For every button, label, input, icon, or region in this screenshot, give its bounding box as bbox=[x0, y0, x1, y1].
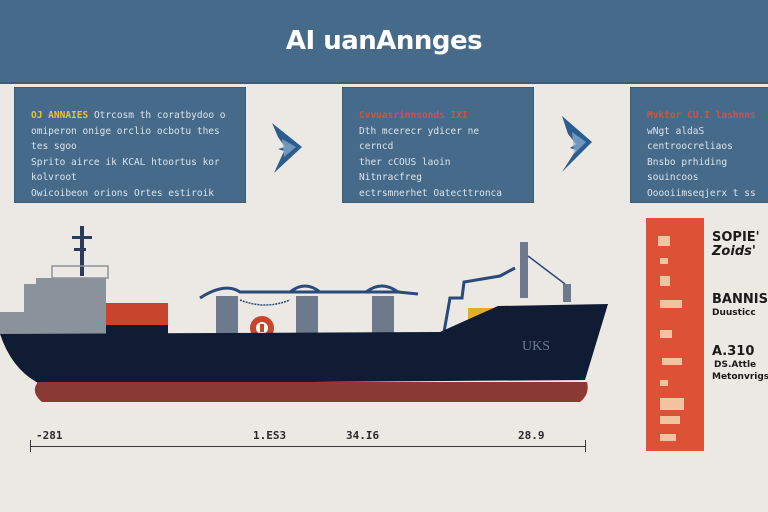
axis-label: -281 bbox=[36, 429, 63, 442]
info-card-3: Mvktor CU.I lashnns wNgt aldaS centroocr… bbox=[630, 87, 768, 203]
side-label-title: SOPIE' bbox=[712, 230, 760, 245]
page-title: AI uanAnnges bbox=[285, 26, 483, 56]
info-card-1: OJ ANNAIES Otrcosm th coratbydoo o omipe… bbox=[14, 87, 246, 203]
card-heading: OJ ANNAIES bbox=[31, 110, 89, 121]
axis-tick bbox=[585, 440, 586, 452]
vertical-stack-bar bbox=[646, 218, 704, 451]
axis-tick bbox=[30, 440, 31, 452]
axis-label: 1.ES3 bbox=[253, 429, 287, 442]
chevron-right-icon bbox=[268, 117, 308, 177]
header-banner: AI uanAnnges bbox=[0, 0, 768, 84]
side-label-title: A.310 bbox=[712, 344, 755, 359]
axis-label: 28.9 bbox=[518, 429, 545, 442]
card-heading: Cvvuasrinnsonds IXI bbox=[359, 110, 468, 121]
cargo-ship-illustration: UKS bbox=[0, 220, 620, 410]
chevron-right-icon bbox=[556, 112, 596, 172]
card-heading: Mvktor CU.I lashnns bbox=[647, 110, 756, 121]
side-label-subtitle: DS.Attle bbox=[714, 360, 757, 370]
side-label-detail: Metonvrigs bbox=[712, 372, 768, 382]
info-card-2: Cvvuasrinnsonds IXI Dth mcerecr ydicer n… bbox=[342, 87, 534, 203]
hull-marking: UKS bbox=[522, 339, 550, 354]
scale-axis bbox=[30, 440, 586, 452]
side-label-subtitle: Duusticc bbox=[712, 308, 756, 318]
side-label-subtitle: Zoids' bbox=[712, 244, 756, 259]
axis-label: 34.I6 bbox=[346, 429, 380, 442]
side-label-title: BANNISC bbox=[712, 292, 768, 307]
